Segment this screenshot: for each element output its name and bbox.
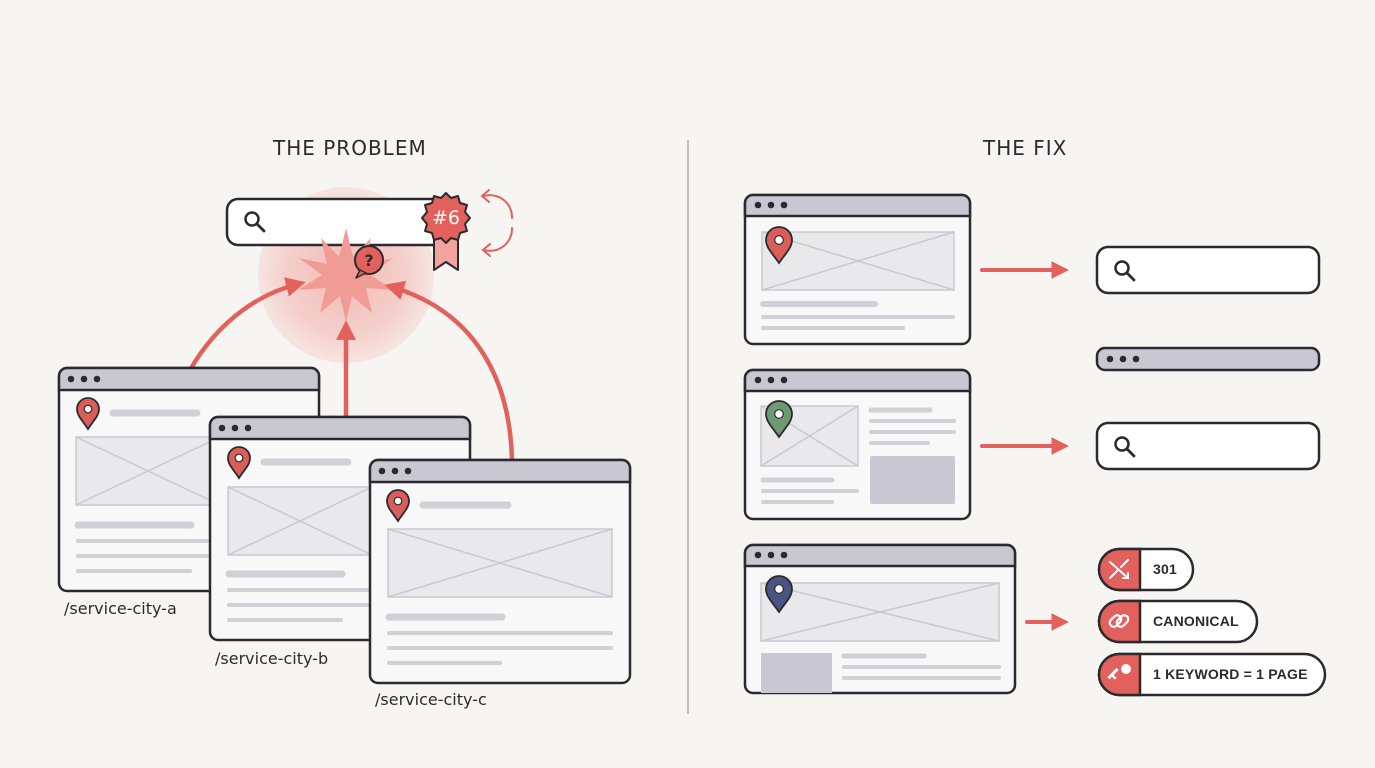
search-bar (1095, 421, 1321, 471)
search-icon (1114, 436, 1136, 458)
solution-pill-keyword (1097, 652, 1327, 697)
page-url-b: /service-city-b (215, 649, 329, 668)
location-pin-icon (765, 400, 793, 439)
solution-label-canonical: CANONICAL (1153, 613, 1239, 629)
problem-heading: THE PROBLEM (273, 136, 427, 160)
fix-page-3 (743, 543, 1017, 695)
location-pin-icon (386, 489, 410, 523)
fix-page-1 (743, 193, 972, 346)
solution-pill-301 (1097, 547, 1195, 592)
location-pin-icon (76, 397, 100, 431)
solution-pill-canonical (1097, 599, 1259, 644)
competing-arrows (187, 277, 515, 463)
fix-page-2 (743, 368, 972, 521)
fix-arrows (980, 261, 1070, 631)
key-icon (1107, 664, 1131, 680)
ranking-ribbon-icon (421, 192, 471, 271)
search-icon (244, 211, 266, 233)
collapsed-browser-bar (1095, 346, 1321, 372)
search-icon (1114, 260, 1136, 282)
location-pin-icon (765, 575, 793, 614)
solution-label-keyword: 1 KEYWORD = 1 PAGE (1153, 666, 1308, 682)
location-pin-icon (227, 446, 251, 480)
fluctuation-arrows-icon (480, 189, 514, 257)
search-bar (1095, 245, 1321, 295)
svg-text:?: ? (364, 251, 373, 270)
rank-badge-label: #6 (431, 207, 460, 229)
page-url-c: /service-city-c (375, 690, 487, 709)
duplicate-page-c (368, 458, 632, 685)
question-icon: ? (354, 245, 384, 279)
conflict-starburst-icon (298, 228, 394, 322)
redirect-icon (1109, 559, 1129, 579)
solution-label-301: 301 (1153, 561, 1177, 577)
search-bar (225, 197, 447, 247)
fix-heading: THE FIX (983, 136, 1068, 160)
page-url-a: /service-city-a (64, 599, 177, 618)
link-icon (1108, 614, 1130, 628)
location-pin-icon (765, 226, 793, 265)
